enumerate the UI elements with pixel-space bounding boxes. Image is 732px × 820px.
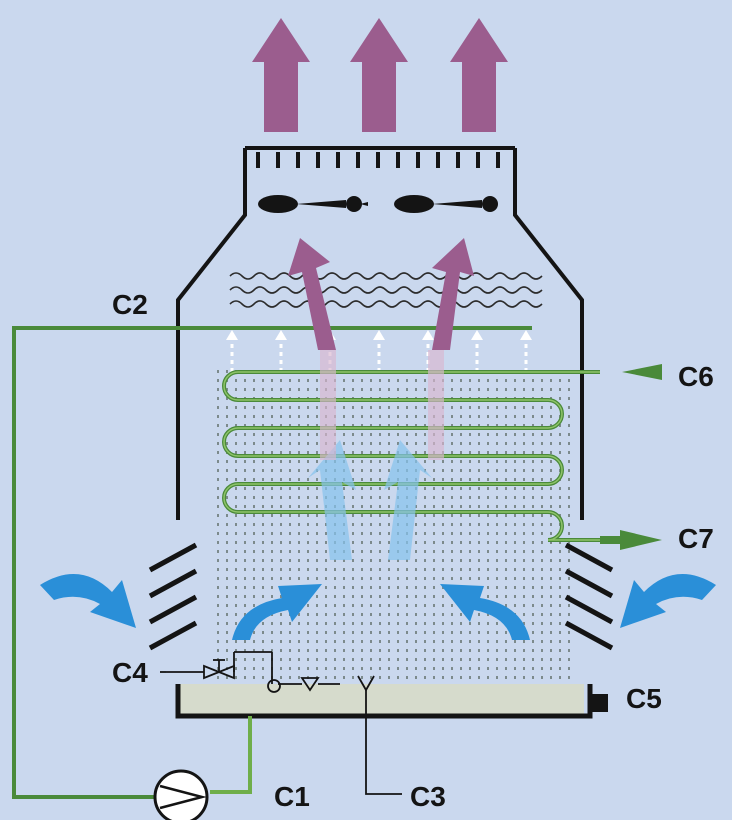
exhaust-arrows-trail: [320, 350, 444, 460]
label-c7: C7: [678, 523, 714, 554]
label-c2: C2: [112, 289, 148, 320]
rising-air: [308, 440, 432, 560]
drift-eliminator: [229, 272, 543, 308]
left-louvers: [148, 542, 198, 651]
label-c1: C1: [274, 781, 310, 812]
fan-icon: [394, 195, 498, 213]
tower-outline: [176, 146, 584, 520]
overflow-drain: [590, 694, 608, 712]
right-louvers: [564, 542, 614, 651]
label-c3: C3: [410, 781, 446, 812]
heat-exchanger-coil-inner: [223, 371, 600, 541]
label-c4: C4: [112, 657, 148, 688]
fan-icon: [258, 195, 368, 213]
pump-suction-pipe: [210, 716, 252, 794]
label-c5: C5: [626, 683, 662, 714]
exhaust-grille: [256, 152, 500, 168]
spray-icon: [226, 330, 532, 340]
outlet-arrow: [600, 530, 662, 550]
spray-icon: [230, 336, 528, 372]
pump-icon: [153, 769, 209, 820]
inlet-arrow: [622, 364, 662, 380]
label-c6: C6: [678, 361, 714, 392]
spray-header-pipe: [12, 326, 532, 799]
air-inflow-arrows: [40, 574, 716, 640]
makeup-water-line: [166, 651, 340, 685]
valve-icon: [203, 659, 235, 680]
c3-leader: [357, 675, 402, 795]
exhaust-arrows: [252, 18, 508, 350]
float-valve-icon: [267, 677, 320, 693]
basin-water: [178, 684, 584, 714]
